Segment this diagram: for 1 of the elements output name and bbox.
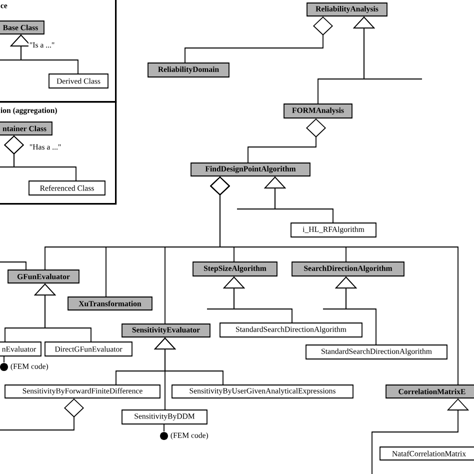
connector-line [0, 262, 26, 270]
